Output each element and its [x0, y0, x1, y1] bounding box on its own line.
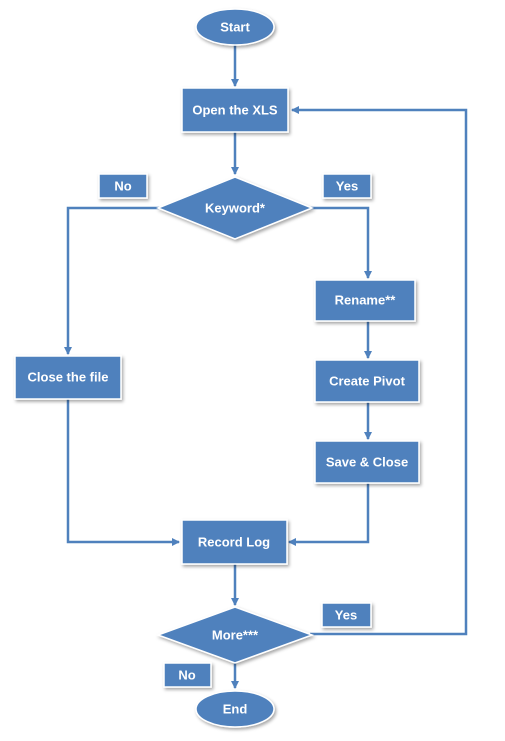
keyword-no-label: No: [114, 179, 131, 194]
more-decision-node: More***: [155, 606, 315, 664]
keyword-yes-tag: Yes: [322, 173, 372, 199]
save-close-label: Save & Close: [326, 455, 408, 470]
open-xls-node: Open the XLS: [181, 87, 289, 133]
record-log-label: Record Log: [198, 535, 270, 550]
more-label: More***: [212, 628, 259, 643]
start-node: Start: [195, 8, 275, 46]
create-pivot-node: Create Pivot: [314, 359, 420, 403]
connectors: [64, 45, 468, 689]
more-yes-label: Yes: [335, 608, 357, 623]
record-log-node: Record Log: [181, 519, 288, 565]
edge-close-to-record: [66, 399, 180, 546]
keyword-yes-label: Yes: [336, 179, 358, 194]
keyword-no-tag: No: [98, 173, 148, 199]
keyword-decision-node: Keyword*: [155, 176, 315, 240]
close-file-node: Close the file: [14, 355, 122, 400]
create-pivot-label: Create Pivot: [329, 374, 406, 389]
edge-keyword-no-to-close: [64, 206, 160, 355]
edge-keyword-yes-to-rename: [310, 206, 372, 279]
rename-label: Rename**: [335, 293, 397, 308]
edge-more-yes-loop: [291, 106, 468, 636]
start-label: Start: [220, 20, 250, 35]
edge-save-to-record: [288, 483, 370, 546]
save-close-node: Save & Close: [314, 440, 420, 484]
more-no-tag: No: [163, 662, 212, 688]
open-xls-label: Open the XLS: [192, 103, 278, 118]
rename-node: Rename**: [314, 279, 416, 322]
keyword-label: Keyword*: [205, 201, 266, 216]
end-label: End: [223, 702, 248, 717]
end-node: End: [195, 690, 275, 728]
more-no-label: No: [178, 668, 195, 683]
more-yes-tag: Yes: [321, 602, 372, 628]
close-file-label: Close the file: [28, 370, 109, 385]
